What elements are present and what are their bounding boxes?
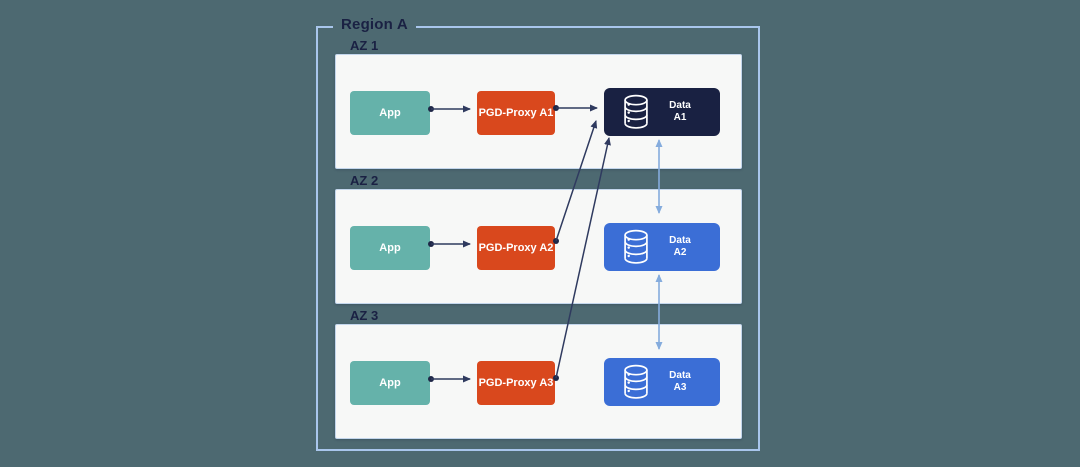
app-node-az3-label: App — [379, 377, 401, 389]
data-node-a2-label: Data A2 — [669, 234, 691, 259]
az-row-1: AZ 1 App PGD-Proxy A1 — [335, 38, 742, 169]
app-node-az2: App — [350, 226, 430, 270]
pgd-proxy-node-az1-label: PGD-Proxy A1 — [478, 107, 554, 119]
database-icon — [624, 364, 648, 399]
app-node-az1: App — [350, 91, 430, 135]
region-frame: Region A AZ 1 App PGD-Proxy A1 — [316, 16, 760, 451]
pgd-proxy-node-az2-label: PGD-Proxy A2 — [478, 242, 554, 254]
database-icon — [624, 94, 648, 129]
data-node-a1: Data A1 — [604, 88, 720, 136]
database-icon — [624, 229, 648, 264]
data-node-a3: Data A3 — [604, 358, 720, 406]
data-node-a1-label: Data A1 — [669, 99, 691, 124]
app-node-az2-label: App — [379, 242, 401, 254]
az-2-label: AZ 2 — [350, 173, 379, 188]
region-label: Region A — [333, 16, 416, 33]
az-1-label: AZ 1 — [350, 38, 379, 53]
pgd-proxy-node-az2: PGD-Proxy A2 — [477, 226, 555, 270]
app-node-az1-label: App — [379, 107, 401, 119]
az-3-label: AZ 3 — [350, 308, 379, 323]
az-row-2: AZ 2 App PGD-Proxy A2 — [335, 173, 742, 304]
app-node-az3: App — [350, 361, 430, 405]
data-node-a2: Data A2 — [604, 223, 720, 271]
pgd-proxy-node-az1: PGD-Proxy A1 — [477, 91, 555, 135]
az-row-3: AZ 3 App PGD-Proxy A3 — [335, 308, 742, 439]
data-node-a3-label: Data A3 — [669, 369, 691, 394]
pgd-proxy-node-az3-label: PGD-Proxy A3 — [478, 377, 554, 389]
pgd-proxy-node-az3: PGD-Proxy A3 — [477, 361, 555, 405]
